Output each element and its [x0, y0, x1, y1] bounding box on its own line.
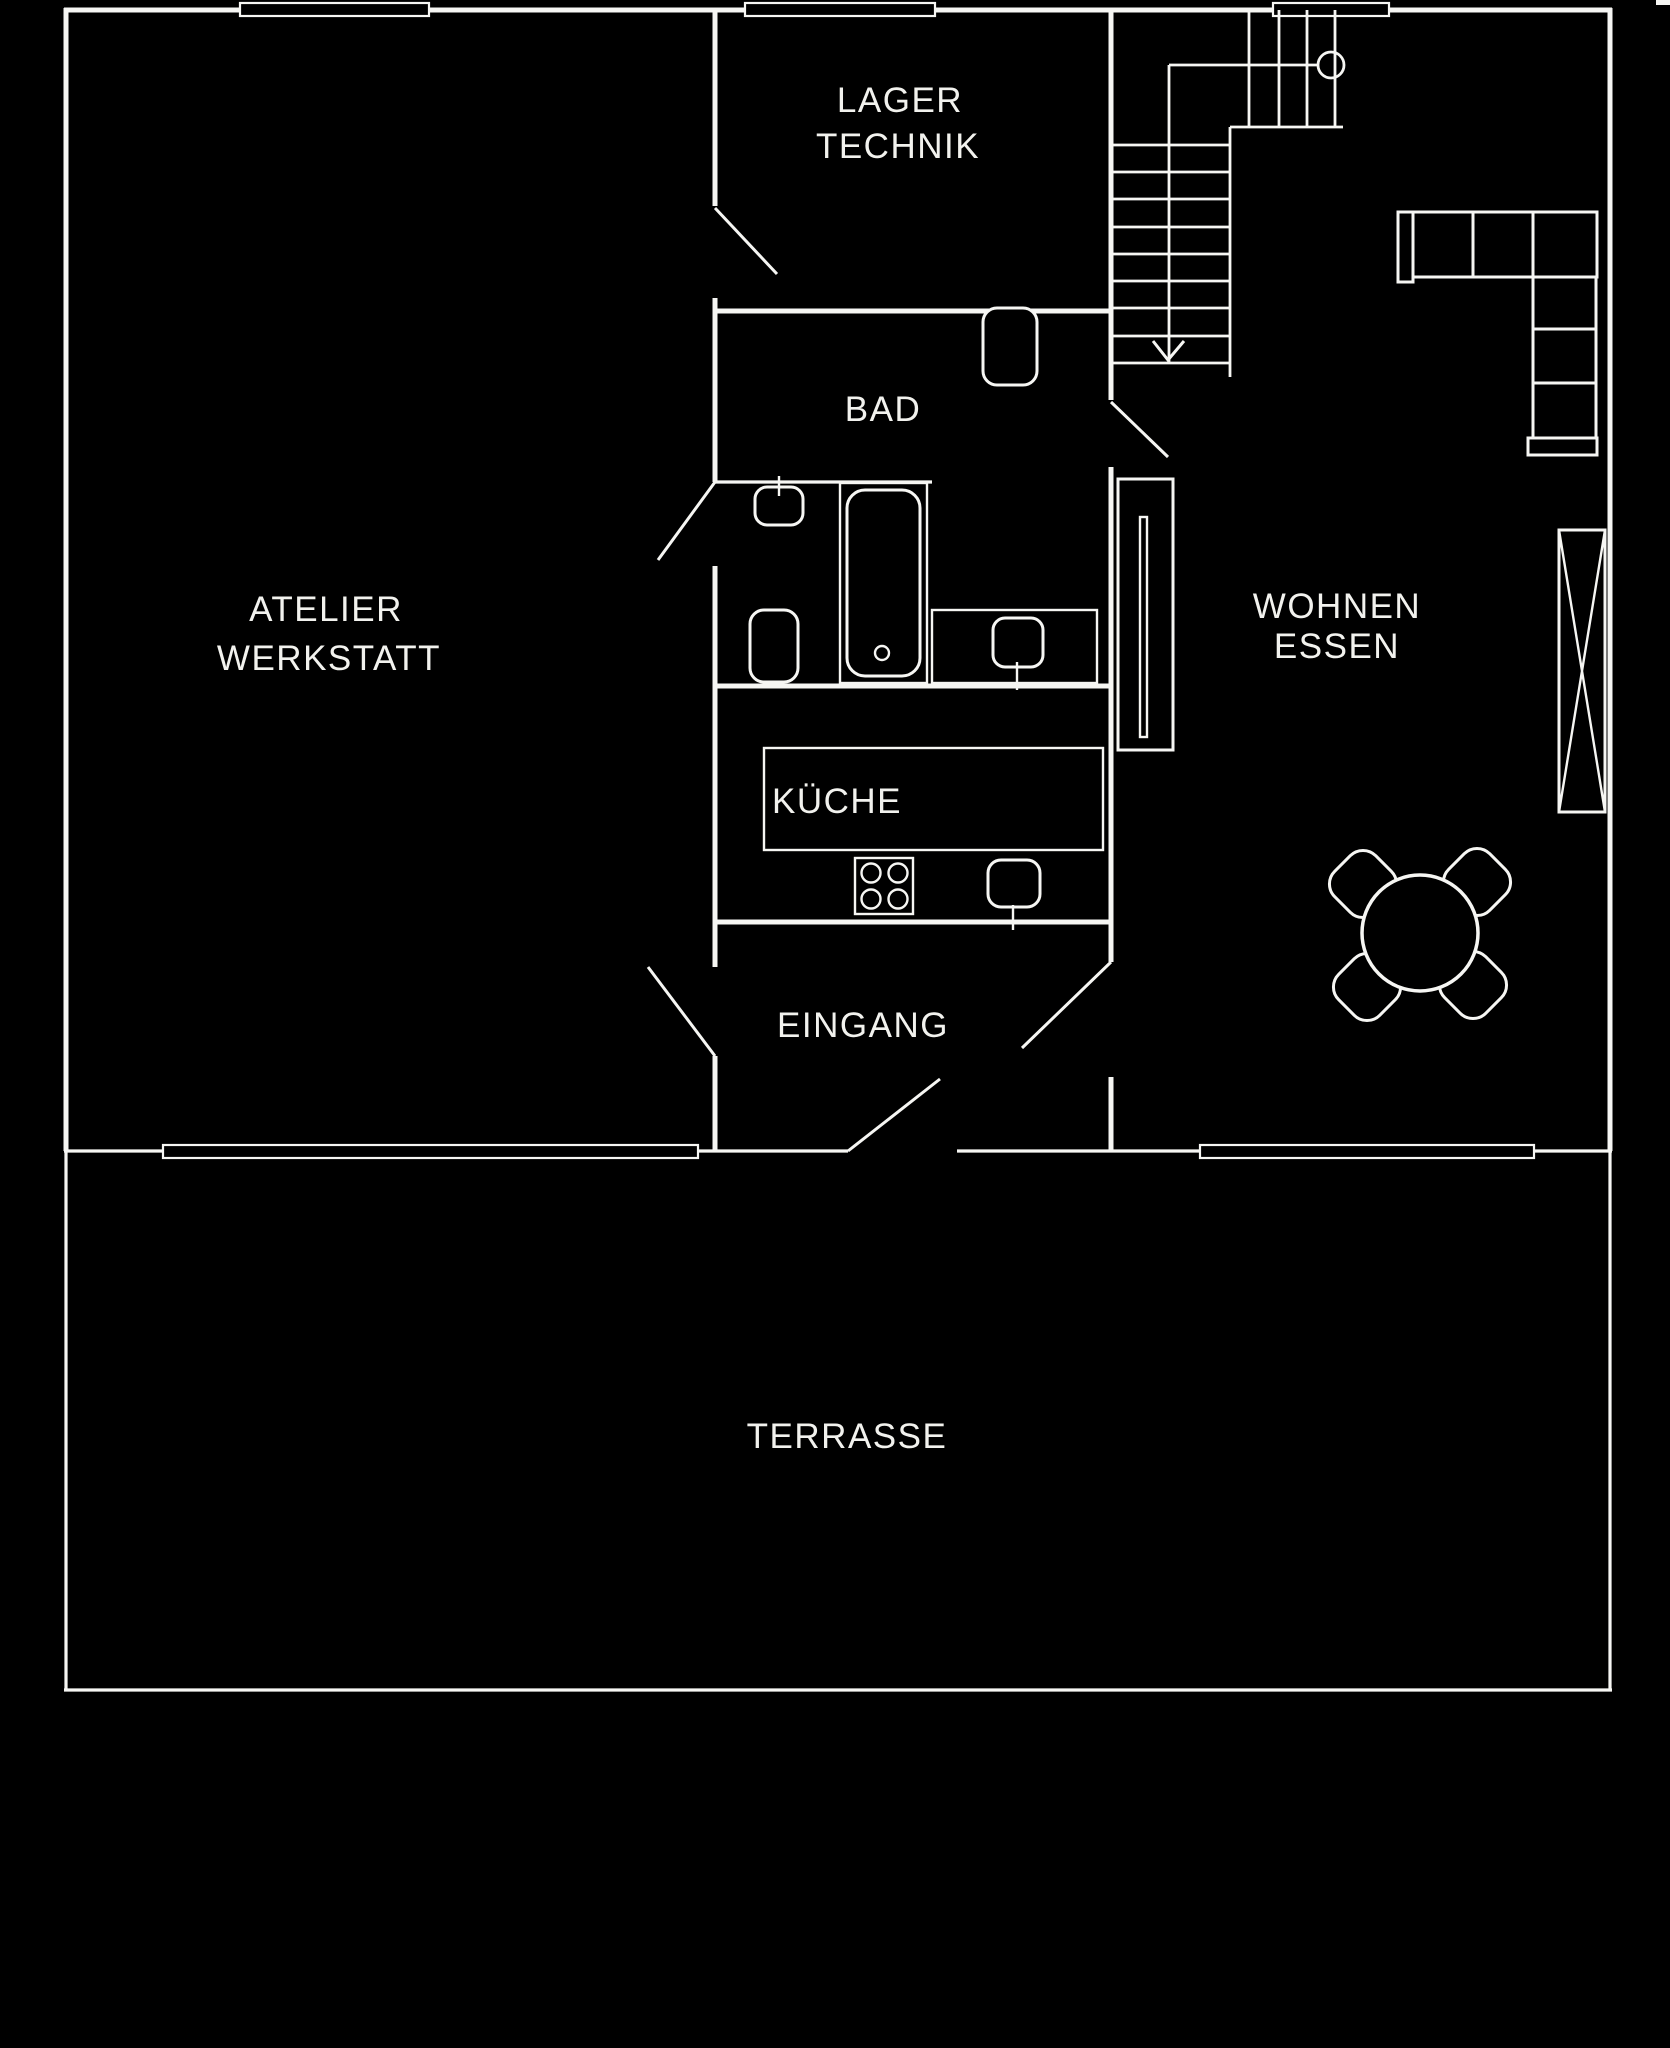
- tall-cabinet-door: [1138, 515, 1149, 739]
- room-label-wohnen: WOHNEN: [1253, 587, 1421, 626]
- room-label-lager: LAGER: [837, 81, 963, 120]
- room-label-bad: BAD: [845, 390, 921, 429]
- bathtub: [845, 488, 922, 678]
- x-brace-icon: [1557, 529, 1607, 813]
- door-eingang-atelier: [646, 966, 717, 1057]
- window-top-left: [238, 1, 431, 18]
- sofa-seat: [1471, 210, 1535, 279]
- top-right-tick: [1656, 0, 1670, 5]
- door-entry-main: [847, 1077, 941, 1153]
- door-lager: [713, 206, 779, 276]
- burner-icon: [887, 888, 909, 910]
- bathroom-fixtures: [748, 306, 1099, 690]
- sofa-seat: [1531, 327, 1598, 385]
- room-label-eingang: EINGANG: [777, 1006, 949, 1045]
- windows: [161, 1, 1536, 1160]
- burner-icon: [860, 888, 882, 910]
- bathtub-drain-icon: [873, 644, 891, 662]
- round-dining-table: [1360, 873, 1480, 993]
- sofa-seat: [1531, 381, 1598, 440]
- toilet: [981, 306, 1039, 387]
- stair-winder-treads: [1247, 10, 1337, 127]
- door-eingang-wohnen: [1020, 960, 1113, 1050]
- burner-icon: [887, 862, 909, 884]
- window-bottom-wohnen: [1198, 1143, 1536, 1160]
- stair-steps: [1111, 143, 1230, 365]
- room-label-essen: ESSEN: [1274, 627, 1400, 666]
- room-label-technik: TECHNIK: [816, 127, 980, 166]
- shower-tray: [748, 608, 800, 684]
- washbasin-counter-basin: [991, 616, 1045, 669]
- stair-newel-post: [1316, 50, 1346, 80]
- window-top-right: [1271, 1, 1391, 18]
- sofa-armrest-left: [1396, 210, 1415, 284]
- sofa-seat: [1531, 275, 1598, 331]
- living-dining-furniture: [1116, 210, 1607, 1023]
- room-label-kueche: KÜCHE: [772, 782, 902, 821]
- outer-walls: [63, 0, 1670, 1692]
- window-bottom-atelier: [161, 1143, 700, 1160]
- room-label-werkstatt: WERKSTATT: [217, 639, 441, 678]
- dining-set: [1327, 846, 1513, 1023]
- sofa-armrest-bottom: [1526, 436, 1599, 457]
- kitchen-sink: [986, 858, 1042, 909]
- sofa-seat: [1411, 210, 1475, 279]
- door-stair-hall: [1109, 400, 1170, 459]
- room-label-terrasse: TERRASSE: [747, 1417, 948, 1456]
- sofa: [1396, 210, 1599, 457]
- sofa-seat-corner: [1531, 210, 1599, 279]
- room-label-atelier: ATELIER: [249, 590, 403, 629]
- door-washroom: [656, 481, 717, 561]
- room-labels: LAGER TECHNIK BAD ATELIER WERKSTATT WOHN…: [217, 81, 1421, 1456]
- window-top-lager: [743, 1, 937, 18]
- stair-down-arrow-icon: [1151, 340, 1186, 363]
- kitchen-island: [762, 746, 1105, 852]
- staircase: [1111, 10, 1346, 377]
- doors: [646, 206, 1170, 1153]
- burner-icon: [860, 862, 882, 884]
- kitchen: [762, 746, 1105, 930]
